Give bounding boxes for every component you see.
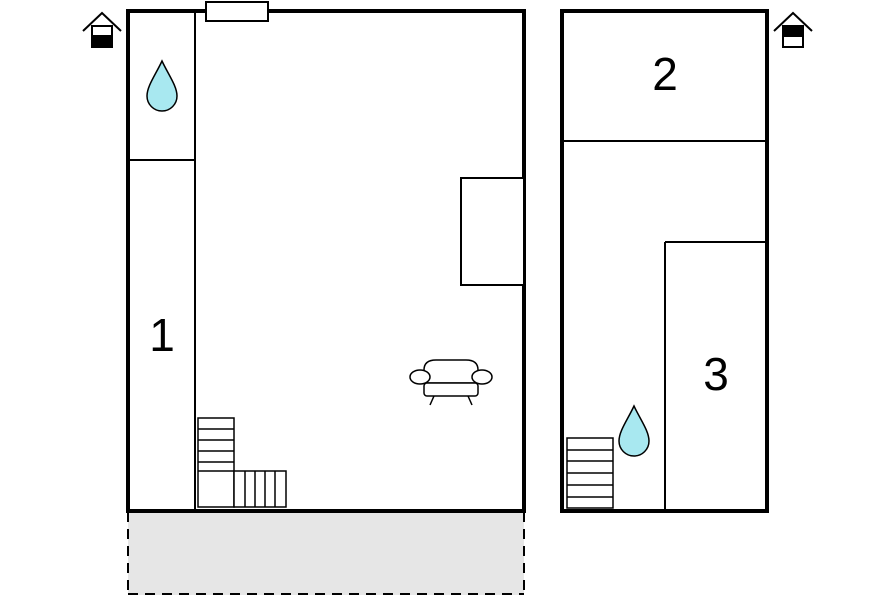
house-upper-floor-icon bbox=[773, 11, 813, 48]
window bbox=[205, 1, 269, 22]
terrace bbox=[127, 512, 525, 595]
house-ground-floor-icon bbox=[82, 11, 122, 48]
room-label-1: 1 bbox=[149, 309, 175, 361]
stairs-icon bbox=[566, 437, 614, 509]
wardrobe bbox=[460, 177, 525, 286]
stairs-icon bbox=[197, 417, 287, 508]
armchair-icon bbox=[409, 359, 493, 406]
water-drop-icon bbox=[146, 59, 178, 112]
room-label-3: 3 bbox=[703, 348, 729, 400]
room-label-2: 2 bbox=[652, 48, 678, 100]
water-drop-icon bbox=[618, 404, 650, 457]
